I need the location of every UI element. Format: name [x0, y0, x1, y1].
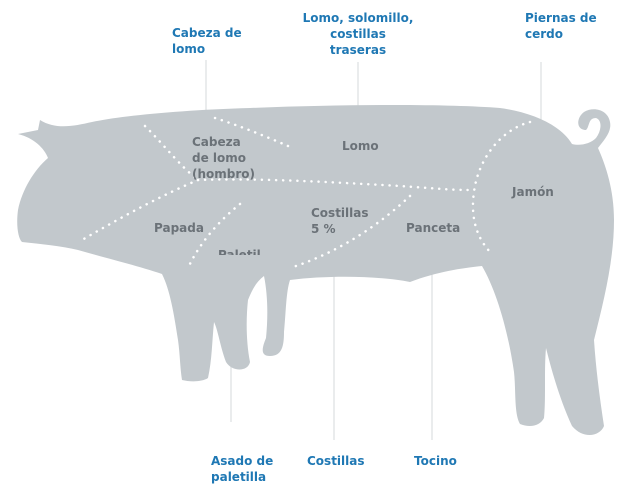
callout-lomo-solomillo-line-2: costillas [330, 27, 386, 41]
callout-cabeza-de-lomo-line-2: lomo [172, 42, 206, 56]
cut-line-neck [143, 124, 200, 182]
cut-label-costillas-5: Costillas 5 % [311, 205, 369, 237]
callout-lomo-solomillo-line-3: traseras [329, 43, 387, 57]
callout-cabeza-de-lomo: Cabeza de lomo [172, 25, 242, 57]
callout-asado-paletilla-line-2: paletilla [211, 470, 267, 484]
cut-label-cabeza-line-3: (hombro) [192, 167, 256, 181]
cut-label-cabeza-line-2: de lomo [192, 151, 247, 165]
cut-label-costillas-line-2: 5 % [311, 222, 336, 236]
cut-label-cabeza-de-lomo-hombro: Cabeza de lomo (hombro) [192, 134, 255, 182]
cut-label-cabeza-line-1: Cabeza [192, 135, 241, 149]
callout-piernas-de-cerdo: Piernas de cerdo [525, 10, 597, 42]
callout-piernas-line-1: Piernas de [525, 11, 597, 25]
cut-line-shoulder-lower [186, 202, 242, 270]
cut-label-jamon: Jamón [512, 185, 554, 199]
callout-tocino: Tocino [414, 454, 457, 468]
callout-cabeza-de-lomo-line-1: Cabeza de [172, 26, 242, 40]
pig-body-silhouette [17, 105, 614, 436]
callout-costillas: Costillas [307, 454, 365, 468]
callout-lomo-solomillo-line-1: Lomo, solomillo, [302, 11, 414, 25]
cut-label-panceta: Panceta [406, 221, 461, 235]
callout-piernas-line-2: cerdo [525, 27, 564, 41]
cut-label-lomo: Lomo [342, 139, 379, 153]
cut-label-costillas-line-1: Costillas [311, 206, 369, 220]
cut-line-jowl [80, 178, 200, 242]
cut-label-paletilla-clipped: Paletil [218, 248, 261, 255]
callout-lomo-solomillo-costillas-traseras: Lomo, solomillo, costillas traseras [290, 10, 426, 58]
callout-asado-paletilla-line-1: Asado de [211, 454, 274, 468]
cut-label-papada: Papada [154, 221, 204, 235]
callout-asado-de-paletilla: Asado de paletilla [211, 453, 273, 485]
cut-line-ribs-spare [288, 194, 412, 270]
cut-line-shoulder-top [213, 116, 290, 148]
cut-line-ham-front [471, 120, 532, 256]
